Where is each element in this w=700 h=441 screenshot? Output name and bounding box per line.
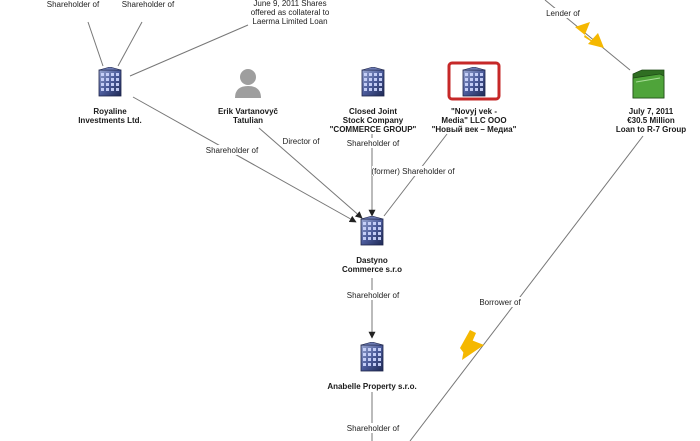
edge-label-top-left-1: Shareholder of (47, 0, 100, 9)
novyj-line3: "Новый век – Медиа" (432, 125, 517, 134)
building-icon (462, 67, 486, 97)
building-icon (360, 342, 384, 372)
edge-label-novyj-dastyno: (former) Shareholder of (371, 167, 455, 176)
edge-erik-dastyno[interactable] (258, 127, 363, 219)
collateral-line3: Laerma Limited Loan (252, 17, 327, 26)
building-icon (98, 67, 122, 97)
borrower-flow-arrow-head (462, 338, 484, 360)
royaline-line2: Investments Ltd. (78, 116, 142, 125)
edge-collateral[interactable] (129, 24, 249, 77)
building-icon (360, 216, 384, 246)
lender-flow-arrow (575, 22, 600, 47)
edge-label-top-left-2: Shareholder of (122, 0, 175, 9)
node-erik[interactable]: Erik Vartanovyč Tatulian (218, 69, 279, 125)
lender-flow-arrow-head (588, 33, 604, 48)
node-closed-joint[interactable]: Closed Joint Stock Company "COMMERCE GRO… (330, 67, 417, 134)
edge-label-royaline-dastyno: Shareholder of (206, 146, 259, 155)
collateral-line1: June 9, 2011 Shares (253, 0, 326, 8)
edge-top-left-2[interactable] (117, 21, 143, 67)
closed-line2: Stock Company (343, 116, 404, 125)
novyj-line2: Media" LLC OOO (441, 116, 506, 125)
loan-line1: July 7, 2011 (629, 107, 674, 116)
node-shares-collateral[interactable]: June 9, 2011 Shares offered as collatera… (251, 0, 330, 26)
edge-label-closed-dastyno: Shareholder of (347, 139, 400, 148)
person-icon (235, 69, 261, 98)
closed-line3: "COMMERCE GROUP" (330, 125, 417, 134)
closed-line1: Closed Joint (349, 107, 397, 116)
flow-arrows (460, 22, 604, 360)
loan-line3: Loan to R-7 Group (616, 125, 686, 134)
erik-line1: Erik Vartanovyč (218, 107, 279, 116)
edge-borrower[interactable] (409, 135, 644, 441)
node-royaline[interactable]: Royaline Investments Ltd. (78, 67, 142, 125)
dastyno-line1: Dastyno (356, 256, 388, 265)
loan-line2: €30.5 Million (627, 116, 675, 125)
novyj-line1: "Novyj vek - (451, 107, 497, 116)
folder-icon (632, 69, 665, 99)
building-icon (361, 67, 385, 97)
collateral-line2: offered as collateral to (251, 8, 330, 17)
edge-label-dastyno-anabelle: Shareholder of (347, 291, 400, 300)
node-july-loan[interactable]: July 7, 2011 €30.5 Million Loan to R-7 G… (616, 69, 686, 134)
edge-label-lender: Lender of (546, 9, 581, 18)
royaline-line1: Royaline (93, 107, 127, 116)
anabelle-line1: Anabelle Property s.r.o. (327, 382, 416, 391)
node-novyj[interactable]: "Novyj vek - Media" LLC OOO "Новый век –… (432, 61, 517, 134)
edge-label-erik-dastyno: Director of (283, 137, 321, 146)
edge-royaline-dastyno[interactable] (132, 96, 357, 223)
erik-line2: Tatulian (233, 116, 263, 125)
edge-labels: Shareholder of Shareholder of Shareholde… (46, 0, 581, 433)
node-anabelle[interactable]: Anabelle Property s.r.o. (327, 342, 417, 391)
node-dastyno[interactable]: Dastyno Commerce s.r.o (342, 216, 402, 274)
edge-top-left-1[interactable] (87, 21, 104, 67)
edge-label-borrower: Borrower of (479, 298, 521, 307)
edge-label-anabelle-down: Shareholder of (347, 424, 400, 433)
dastyno-line2: Commerce s.r.o (342, 265, 402, 274)
